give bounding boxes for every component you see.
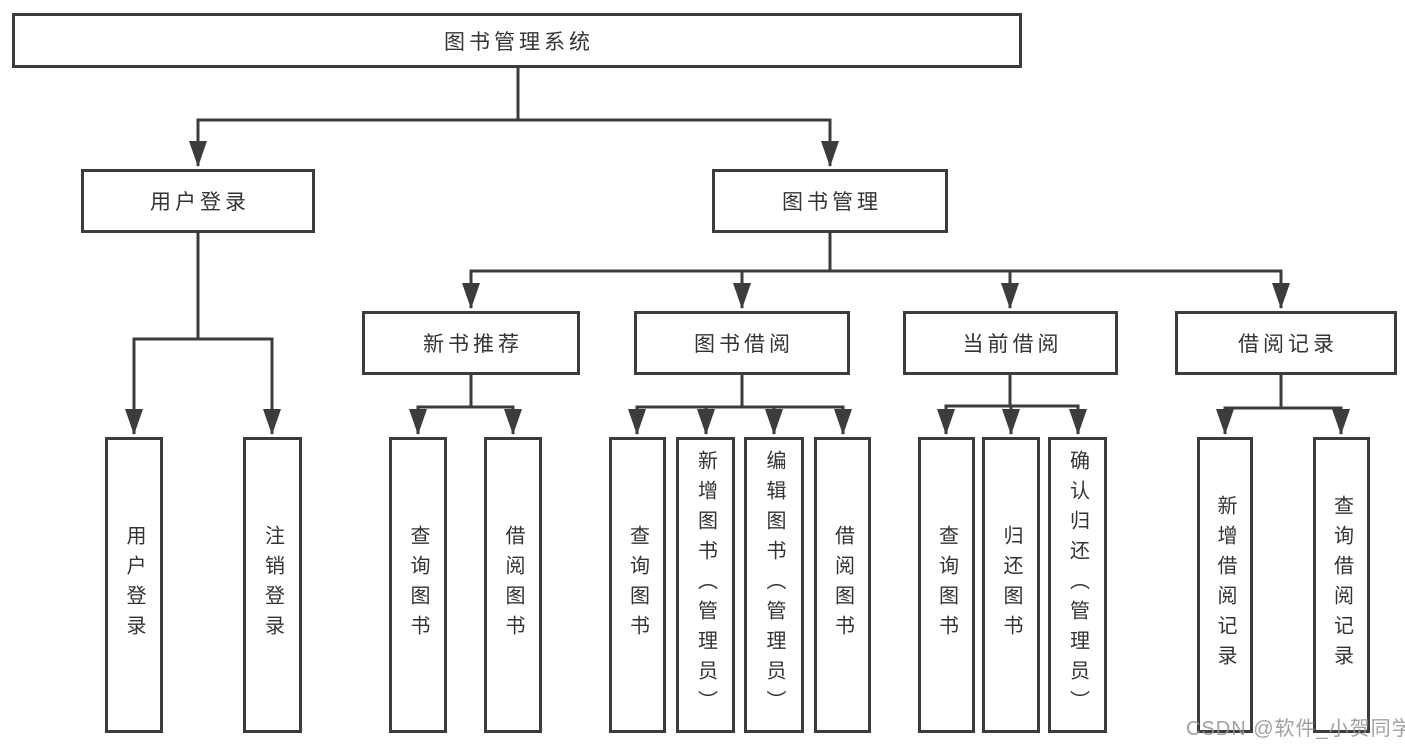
node-label: 借阅图书 [502, 525, 524, 645]
leaf-borrow-books-borrowing: 借阅图书 [814, 437, 871, 733]
node-label: 注销登录 [261, 525, 284, 645]
node-book-management: 图书管理 [712, 169, 948, 233]
node-label: 当前借阅 [962, 333, 1063, 356]
node-label: 归还图书 [1000, 525, 1022, 645]
node-label: 查询借阅记录 [1330, 495, 1353, 675]
node-label: 查询图书 [626, 525, 649, 645]
node-book-borrowing: 图书借阅 [634, 311, 850, 375]
leaf-borrow-books-recommend: 借阅图书 [484, 437, 542, 733]
leaf-query-books-recommend: 查询图书 [389, 437, 447, 733]
node-label: 用户登录 [150, 191, 250, 214]
node-current-borrowing: 当前借阅 [903, 311, 1118, 375]
node-label: 图书管理系统 [444, 30, 594, 54]
node-label: 借阅图书 [831, 525, 854, 645]
node-label: 新书推荐 [423, 333, 523, 356]
node-label: 查询图书 [407, 525, 429, 645]
leaf-add-borrow-record: 新增借阅记录 [1197, 437, 1253, 733]
leaf-confirm-return-admin: 确认归还（管理员） [1048, 437, 1107, 733]
node-label: 新增借阅记录 [1214, 495, 1236, 675]
leaf-query-books-current: 查询图书 [918, 437, 975, 733]
node-label: 新增图书（管理员） [694, 450, 717, 720]
csdn-watermark: CSDN @软件_小贺同学 [1186, 718, 1405, 740]
node-user-login: 用户登录 [81, 169, 315, 233]
leaf-edit-book-admin: 编辑图书（管理员） [744, 437, 804, 733]
node-library-management-system: 图书管理系统 [12, 13, 1022, 68]
node-label: 编辑图书（管理员） [763, 450, 785, 720]
leaf-logout: 注销登录 [243, 437, 302, 733]
node-label: 图书管理 [782, 191, 882, 214]
node-label: 借阅记录 [1238, 333, 1338, 356]
node-label: 查询图书 [935, 525, 958, 645]
leaf-return-book: 归还图书 [982, 437, 1040, 733]
node-label: 用户登录 [123, 525, 145, 645]
node-label: 确认归还（管理员） [1066, 450, 1089, 720]
leaf-query-books-borrowing: 查询图书 [609, 437, 666, 733]
node-borrowing-records: 借阅记录 [1175, 311, 1397, 375]
node-new-book-recommendation: 新书推荐 [362, 311, 580, 375]
leaf-user-login: 用户登录 [105, 437, 163, 733]
leaf-query-borrow-record: 查询借阅记录 [1313, 437, 1370, 733]
node-label: 图书借阅 [694, 333, 794, 356]
leaf-add-book-admin: 新增图书（管理员） [676, 437, 735, 733]
